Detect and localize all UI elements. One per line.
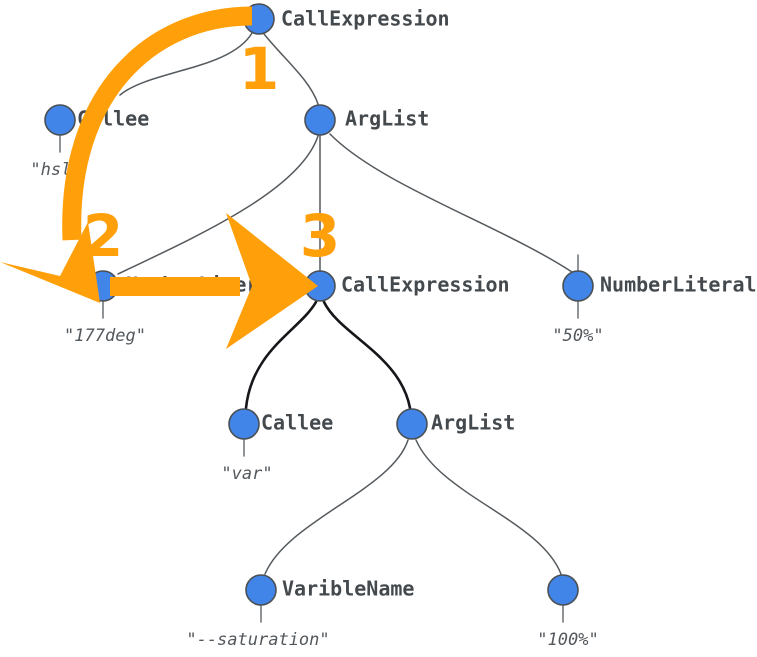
step-numbers-layer: 1 2 3	[83, 35, 340, 270]
tree-node-callexpr2[interactable]: CallExpression	[304, 270, 510, 302]
edge-arglist1-to-numlit2	[329, 133, 573, 273]
node-circle-varname[interactable]	[245, 574, 277, 606]
node-circle-numlit2[interactable]	[562, 270, 594, 302]
tree-node-varname[interactable]: VaribleName "--saturation"	[186, 574, 414, 650]
node-circle-arglist1[interactable]	[304, 104, 336, 136]
edge-arglist2-to-varname	[264, 439, 409, 575]
node-label-callee2: Callee	[261, 411, 333, 435]
node-label-root: CallExpression	[281, 7, 450, 31]
tree-node-arglist2[interactable]: ArgList	[396, 408, 515, 440]
node-circle-callee2[interactable]	[228, 408, 260, 440]
edge-root-to-arglist1	[263, 33, 319, 105]
node-label-arglist1: ArgList	[345, 107, 429, 131]
node-value-numlit1: "177deg"	[64, 326, 146, 346]
root-to-numberliteral-arrow-curve	[62, 6, 253, 241]
node-label-varname: VaribleName	[282, 577, 414, 601]
edge-root-to-callee1	[119, 32, 253, 96]
node-value-stubs	[59, 134, 579, 623]
edge-callexpr2-to-arglist2	[322, 300, 412, 410]
tree-node-numlit2[interactable]: NumberLiteral "50%"	[552, 270, 757, 346]
nodes-layer: CallExpressionCallee"hsl"ArgListNumberLi…	[30, 3, 757, 650]
node-label-arglist2: ArgList	[431, 411, 515, 435]
edges-layer	[117, 32, 573, 575]
step-number-1: 1	[239, 35, 279, 103]
node-circle-numlit3[interactable]	[547, 574, 579, 606]
edge-callexpr2-to-callee2	[244, 300, 318, 410]
numberliteral-to-callexpression-arrow-shaft	[110, 277, 240, 296]
edge-arglist1-to-numlit1	[117, 135, 319, 275]
node-value-numlit3: "100%"	[537, 630, 598, 650]
numberliteral-to-callexpression-arrowhead	[226, 213, 318, 349]
tree-node-numlit3[interactable]: "100%"	[537, 574, 599, 650]
tree-node-root[interactable]: CallExpression	[243, 3, 450, 35]
tree-node-arglist1[interactable]: ArgList	[304, 104, 429, 136]
edge-arglist2-to-numlit3	[415, 439, 562, 575]
root-to-numberliteral-arrowhead	[0, 222, 100, 303]
step-number-2: 2	[83, 202, 123, 270]
annotations-layer	[0, 6, 318, 349]
node-circle-callee1[interactable]	[44, 104, 76, 136]
node-label-numlit2: NumberLiteral	[600, 273, 757, 297]
tree-node-callee2[interactable]: Callee "var"	[221, 408, 333, 484]
node-value-callee2: "var"	[221, 464, 272, 484]
node-label-callexpr2: CallExpression	[341, 273, 510, 297]
node-circle-arglist2[interactable]	[396, 408, 428, 440]
step-number-3: 3	[300, 202, 340, 270]
node-value-numlit2: "50%"	[552, 326, 603, 346]
node-value-varname: "--saturation"	[186, 630, 329, 650]
